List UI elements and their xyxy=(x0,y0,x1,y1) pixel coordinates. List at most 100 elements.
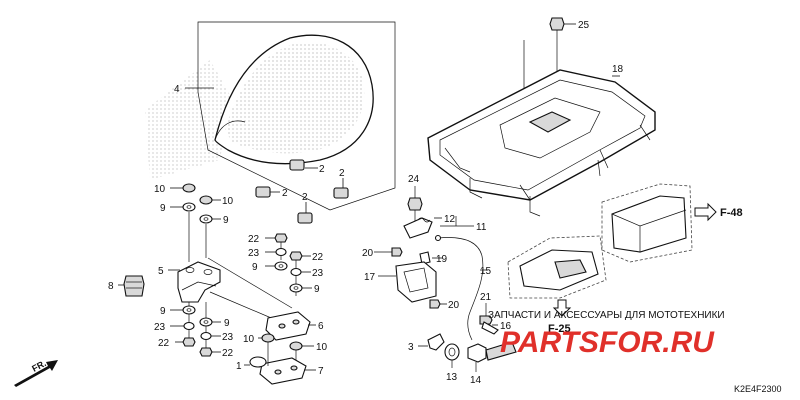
front-arrow-icon xyxy=(14,360,58,387)
callout-24: 24 xyxy=(408,174,420,185)
screw-20-b[interactable] xyxy=(429,299,441,309)
bolt-1[interactable] xyxy=(249,356,267,368)
washer-9-e[interactable] xyxy=(274,261,288,271)
nut-22-c[interactable] xyxy=(274,233,288,243)
lock-cylinder-13[interactable] xyxy=(444,343,460,361)
plates: 6 10 10 7 1 xyxy=(236,311,328,385)
callout-23: 23 xyxy=(154,322,166,333)
callout-23: 23 xyxy=(312,268,324,279)
callout-7: 7 xyxy=(318,366,324,377)
tool-box[interactable] xyxy=(611,195,687,253)
retainer-clip-3[interactable] xyxy=(427,333,445,351)
rubber-pads: 2 2 2 2 xyxy=(255,159,349,224)
callout-6: 6 xyxy=(318,321,324,332)
callout-22: 22 xyxy=(248,234,260,245)
pad-1[interactable] xyxy=(289,159,305,171)
clip-16[interactable] xyxy=(481,321,499,335)
watermark-logo: PARTSFOR.RU xyxy=(500,326,715,359)
callout-18: 18 xyxy=(612,64,624,75)
callout-9: 9 xyxy=(223,215,229,226)
callout-2: 2 xyxy=(339,168,345,179)
washer-9-a[interactable] xyxy=(182,202,196,212)
callout-10: 10 xyxy=(154,184,166,195)
screw-20-a[interactable] xyxy=(391,247,403,257)
callout-23: 23 xyxy=(248,248,260,259)
nut-22-b[interactable] xyxy=(199,347,213,357)
callout-2: 2 xyxy=(282,188,288,199)
washer-9-c[interactable] xyxy=(182,305,196,315)
callout-17: 17 xyxy=(364,272,376,283)
ref-arrow-icon xyxy=(694,202,717,222)
callout-3: 3 xyxy=(408,342,414,353)
nut-23-b[interactable] xyxy=(200,331,212,341)
callout-21: 21 xyxy=(480,292,492,303)
callout-10: 10 xyxy=(316,342,328,353)
seat-lock-cable[interactable] xyxy=(437,237,484,341)
hinge-stack: 10 9 10 9 5 8 9 xyxy=(108,183,293,359)
box-dashed-outline xyxy=(601,183,693,263)
callout-11: 11 xyxy=(476,222,487,233)
nut-23-c[interactable] xyxy=(275,247,287,257)
callout-5: 5 xyxy=(158,266,164,277)
callout-9: 9 xyxy=(160,306,166,317)
callout-13: 13 xyxy=(446,372,458,383)
luggage-rack[interactable] xyxy=(427,69,656,201)
callout-12: 12 xyxy=(444,214,456,225)
right-stack: 22 23 9 22 23 9 xyxy=(248,233,324,296)
washer-9-b[interactable] xyxy=(199,214,213,224)
callout-2: 2 xyxy=(302,192,308,203)
grommet-10-c[interactable] xyxy=(261,333,275,343)
callout-4: 4 xyxy=(174,84,180,95)
nut-23-d[interactable] xyxy=(290,267,302,277)
callout-14: 14 xyxy=(470,375,482,386)
nut-22-d[interactable] xyxy=(289,251,303,261)
screw-21[interactable] xyxy=(479,315,493,325)
seat-outline-box xyxy=(197,21,396,211)
callout-10: 10 xyxy=(243,334,255,345)
lock-knob[interactable] xyxy=(123,275,145,297)
hinge-plate-6[interactable] xyxy=(265,311,311,341)
washer-9-f[interactable] xyxy=(289,283,303,293)
watermark-subtitle: ЗАПЧАСТИ И АКСЕССУАРЫ ДЛЯ МОТОТЕХНИКИ xyxy=(488,310,725,321)
callout-20: 20 xyxy=(448,300,460,311)
callout-16: 16 xyxy=(500,321,512,332)
grommet-10-a[interactable] xyxy=(182,183,196,193)
callout-19: 19 xyxy=(436,254,448,265)
grommet-10-d[interactable] xyxy=(289,341,303,351)
callout-25: 25 xyxy=(578,20,590,31)
pad-2[interactable] xyxy=(255,186,271,198)
ref-down-arrow-icon xyxy=(552,299,572,317)
watermark: ЗАПЧАСТИ И АКСЕССУАРЫ ДЛЯ МОТОТЕХНИКИ PA… xyxy=(488,310,725,359)
cover-dashed-outline xyxy=(507,235,607,299)
callout-2: 2 xyxy=(319,164,325,175)
nut-22-a[interactable] xyxy=(182,337,196,347)
callout-22: 22 xyxy=(158,338,170,349)
washer-9-d[interactable] xyxy=(199,317,213,327)
callout-22: 22 xyxy=(222,348,234,359)
hinge-plate-7[interactable] xyxy=(259,357,307,385)
cable-clip-19[interactable] xyxy=(419,251,431,265)
seat-lock-key[interactable] xyxy=(467,343,487,363)
callout-1: 1 xyxy=(236,361,242,372)
ref-f25: F-25 xyxy=(548,323,571,335)
diagram-code: K2E4F2300 xyxy=(734,384,782,394)
callout-9: 9 xyxy=(252,262,258,273)
callout-10: 10 xyxy=(222,196,234,207)
bolt-24[interactable] xyxy=(407,197,423,211)
lock-bracket-17[interactable] xyxy=(395,261,437,303)
nut-23-a[interactable] xyxy=(183,321,195,331)
ref-f48: F-48 xyxy=(720,207,743,219)
tool-box-group: F-48 xyxy=(601,183,743,263)
latch-spring[interactable] xyxy=(417,217,431,223)
bolt-25[interactable] xyxy=(549,17,565,31)
pad-3[interactable] xyxy=(333,187,349,199)
latch-12[interactable] xyxy=(403,217,433,239)
seat-front-lip xyxy=(214,120,246,141)
callout-9: 9 xyxy=(224,318,230,329)
seat-dot-fill xyxy=(225,42,365,154)
lock-group: 24 12 11 20 15 19 17 20 21 xyxy=(362,174,517,386)
cover-group: F-25 xyxy=(507,235,607,335)
seat-faded-bg xyxy=(145,60,230,180)
pad-4[interactable] xyxy=(297,212,313,224)
grommet-10-b[interactable] xyxy=(199,195,213,205)
